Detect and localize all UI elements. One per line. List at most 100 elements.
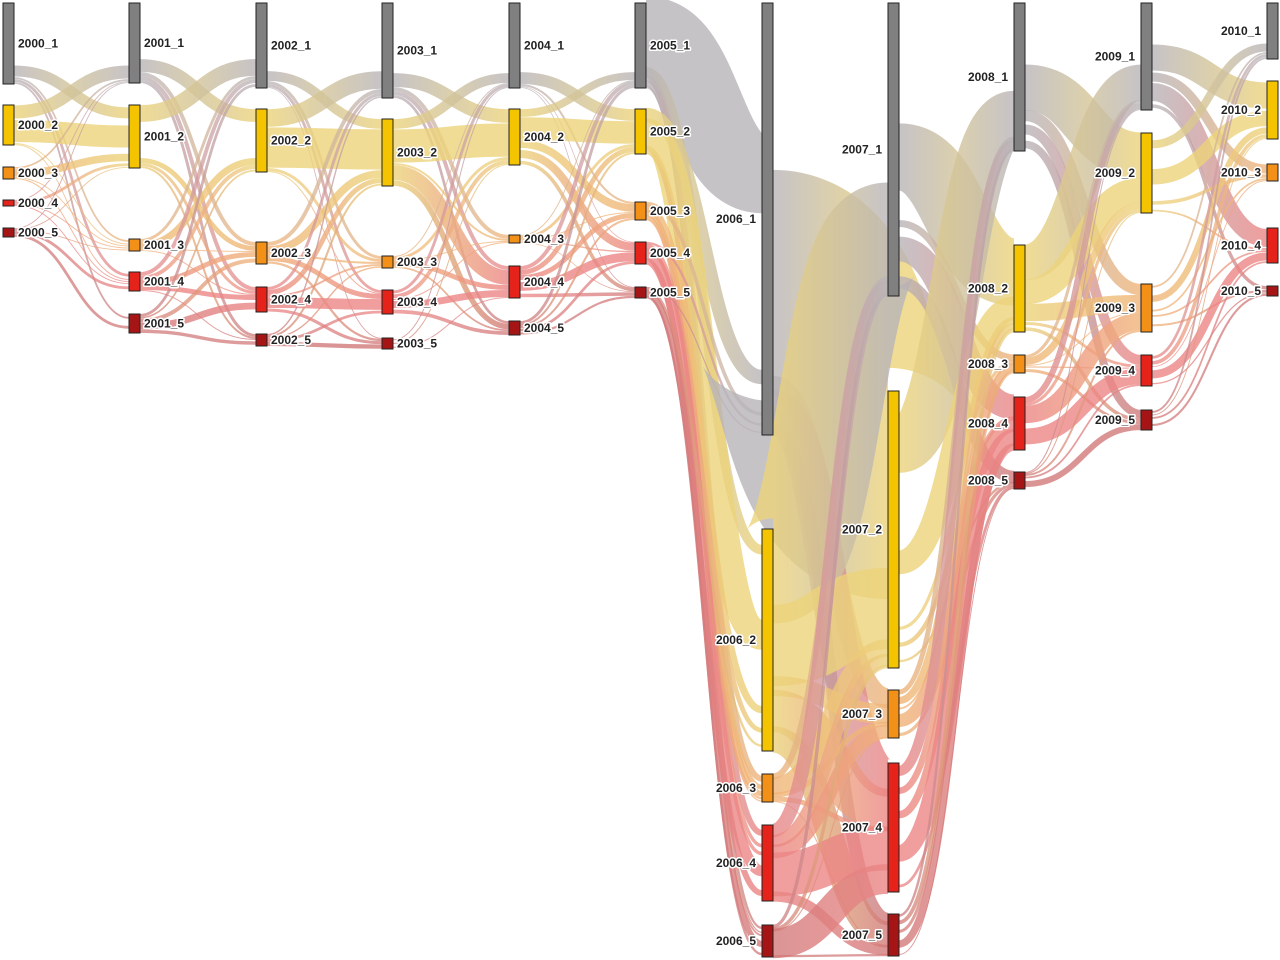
- node-2002_4[interactable]: [255, 286, 268, 313]
- flow-2007_5-to-2008_4: [897, 443, 1016, 948]
- node-2004_3[interactable]: [508, 234, 521, 244]
- flow-2009_5-to-2010_5: [1151, 293, 1268, 427]
- node-2005_5[interactable]: [634, 286, 647, 299]
- node-2008_3[interactable]: [1013, 354, 1026, 374]
- node-2007_2[interactable]: [887, 390, 900, 669]
- node-2009_2[interactable]: [1140, 132, 1153, 214]
- node-label-2005_4: 2005_4: [650, 246, 690, 260]
- flow-2000_5-to-2001_3: [13, 230, 130, 251]
- node-2007_5[interactable]: [887, 913, 900, 957]
- node-2004_1[interactable]: [508, 2, 521, 89]
- node-2000_2[interactable]: [2, 104, 15, 146]
- flow-2003_2-to-2004_1: [392, 73, 510, 129]
- node-2008_2[interactable]: [1013, 244, 1026, 333]
- flow-2003_3-to-2004_2: [392, 157, 510, 260]
- node-2002_3[interactable]: [255, 241, 268, 265]
- node-2010_5[interactable]: [1266, 285, 1279, 297]
- flow-2006_4-to-2007_4: [772, 826, 889, 897]
- flow-2004_1-to-2005_5: [519, 87, 636, 288]
- flow-2009_1-to-2010_2: [1151, 44, 1268, 109]
- node-2007_3[interactable]: [887, 689, 900, 739]
- node-2007_4[interactable]: [887, 762, 900, 893]
- flow-2000_5-to-2001_5: [13, 234, 130, 329]
- node-label-2003_3: 2003_3: [397, 255, 437, 269]
- node-2010_2[interactable]: [1266, 80, 1279, 140]
- flow-2005_5-to-2006_5: [645, 295, 763, 956]
- node-2006_1[interactable]: [761, 2, 774, 436]
- flow-2003_2-to-2004_2: [392, 123, 510, 163]
- node-label-2004_5: 2004_5: [524, 321, 564, 335]
- node-2000_1[interactable]: [2, 2, 15, 85]
- node-2002_2[interactable]: [255, 108, 268, 173]
- node-2008_4[interactable]: [1013, 396, 1026, 451]
- node-2008_1[interactable]: [1013, 2, 1026, 152]
- flow-2001_2-to-2002_1: [139, 59, 257, 122]
- node-2003_5[interactable]: [381, 337, 394, 350]
- flow-2000_1-to-2001_4: [13, 79, 130, 277]
- node-2009_3[interactable]: [1140, 283, 1153, 333]
- node-2007_1[interactable]: [887, 2, 900, 297]
- node-label-2006_4: 2006_4: [716, 856, 756, 870]
- node-2006_3[interactable]: [761, 773, 774, 803]
- node-2005_3[interactable]: [634, 201, 647, 221]
- node-2001_4[interactable]: [128, 271, 141, 292]
- node-2000_5[interactable]: [2, 227, 15, 238]
- node-2010_3[interactable]: [1266, 163, 1279, 182]
- flow-2003_5-to-2004_4: [392, 297, 510, 348]
- flow-2005_5-to-2006_2: [645, 287, 763, 747]
- node-2001_3[interactable]: [128, 238, 141, 252]
- node-2009_4[interactable]: [1140, 354, 1153, 387]
- node-2003_1[interactable]: [381, 2, 394, 99]
- node-2000_4[interactable]: [2, 199, 15, 207]
- node-label-2002_1: 2002_1: [271, 39, 311, 53]
- node-2006_5[interactable]: [761, 924, 774, 958]
- node-2005_4[interactable]: [634, 241, 647, 265]
- node-label-2002_2: 2002_2: [271, 134, 311, 148]
- flow-2003_4-to-2004_1: [392, 84, 510, 294]
- flow-2006_5-to-2007_2: [772, 664, 889, 931]
- node-2002_5[interactable]: [255, 333, 268, 347]
- flow-2002_5-to-2003_1: [266, 96, 383, 336]
- flow-2000_2-to-2001_3: [13, 143, 130, 245]
- flow-2002_3-to-2003_4: [266, 256, 383, 299]
- node-2006_2[interactable]: [761, 528, 774, 752]
- node-2009_5[interactable]: [1140, 409, 1153, 431]
- node-label-2008_3: 2008_3: [968, 357, 1008, 371]
- node-2008_5[interactable]: [1013, 471, 1026, 490]
- flow-2008_4-to-2009_3: [1024, 312, 1142, 424]
- node-2010_4[interactable]: [1266, 227, 1279, 264]
- node-2004_2[interactable]: [508, 108, 521, 166]
- node-2005_2[interactable]: [634, 108, 647, 155]
- flow-2007_5-to-2008_5: [898, 488, 1015, 955]
- node-label-2003_5: 2003_5: [397, 337, 437, 351]
- node-2003_4[interactable]: [381, 289, 394, 315]
- node-label-2001_5: 2001_5: [144, 317, 184, 331]
- flow-2004_1-to-2005_3: [519, 84, 636, 204]
- flow-2009_5-to-2010_4: [1151, 261, 1268, 419]
- node-2009_1[interactable]: [1140, 2, 1153, 111]
- node-2001_5[interactable]: [128, 313, 141, 334]
- flow-2000_2-to-2001_1: [13, 65, 130, 119]
- flow-2007_5-to-2008_2: [898, 328, 1015, 925]
- node-2004_4[interactable]: [508, 265, 521, 299]
- node-2005_1[interactable]: [634, 2, 647, 89]
- flow-2003_3-to-2004_3: [392, 241, 510, 261]
- node-2004_5[interactable]: [508, 320, 521, 336]
- node-2002_1[interactable]: [255, 2, 268, 89]
- node-label-2008_2: 2008_2: [968, 282, 1008, 296]
- node-label-2008_4: 2008_4: [968, 417, 1008, 431]
- flow-2001_3-to-2002_4: [139, 250, 257, 295]
- node-2000_3[interactable]: [2, 166, 15, 180]
- node-2001_1[interactable]: [128, 2, 141, 84]
- node-2006_4[interactable]: [761, 824, 774, 902]
- node-2001_2[interactable]: [128, 104, 141, 169]
- node-2010_1[interactable]: [1266, 2, 1279, 60]
- node-2003_2[interactable]: [381, 118, 394, 187]
- flow-2006_2-to-2007_1: [743, 182, 918, 624]
- node-2003_3[interactable]: [381, 255, 394, 269]
- flow-2009_1-to-2010_4: [1150, 83, 1269, 247]
- node-label-2004_2: 2004_2: [524, 130, 564, 144]
- node-label-2000_2: 2000_2: [18, 118, 58, 132]
- flow-2006_4-to-2007_1: [770, 280, 891, 838]
